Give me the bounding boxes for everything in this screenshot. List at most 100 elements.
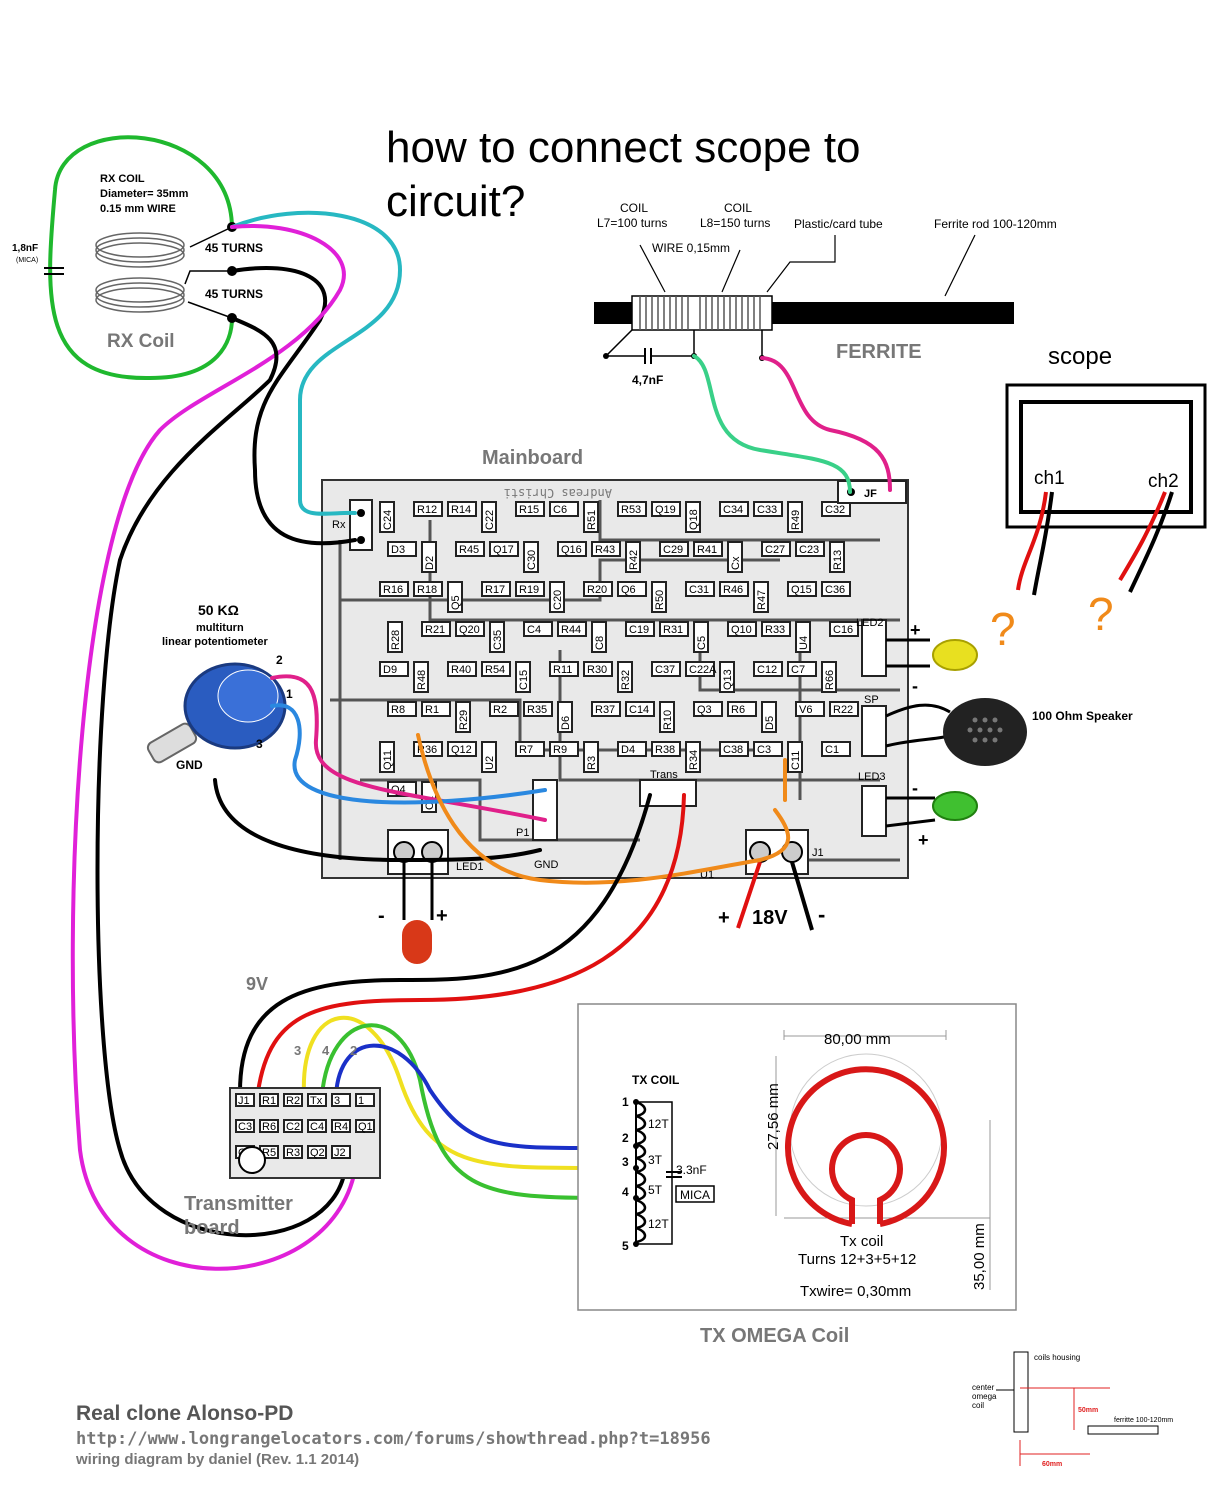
svg-text:R51: R51 xyxy=(586,510,598,530)
svg-text:C31: C31 xyxy=(689,584,709,596)
component-r51: R51 xyxy=(583,501,599,533)
led2-plus: + xyxy=(910,620,921,640)
component-r48: R48 xyxy=(413,661,429,693)
component-r8: R8 xyxy=(387,701,417,717)
svg-text:R8: R8 xyxy=(391,704,405,716)
sp-connector xyxy=(861,705,887,757)
svg-text:C16: C16 xyxy=(833,624,853,636)
component-r32: R32 xyxy=(617,661,633,693)
wire-green-tx xyxy=(320,1023,602,1200)
svg-text:Q20: Q20 xyxy=(459,624,480,636)
svg-text:U4: U4 xyxy=(798,636,810,650)
tx-outer-dim: 35,00 mm xyxy=(971,1223,988,1290)
scope-ch2-black-probe xyxy=(1128,491,1174,593)
component-q13: Q13 xyxy=(719,661,735,693)
tx-cap-mica: MICA xyxy=(680,1188,710,1202)
led3-plus: + xyxy=(918,830,929,850)
svg-text:J2: J2 xyxy=(334,1147,346,1159)
svg-text:R31: R31 xyxy=(663,624,683,636)
rx-turns-1-label: 45 TURNS xyxy=(205,241,263,255)
svg-text:D2: D2 xyxy=(424,556,436,570)
svg-text:Q12: Q12 xyxy=(451,744,472,756)
tx-components: J1R1R2Tx31C3R6C2C4R4Q1C1R5R3Q2J2 xyxy=(235,1093,375,1159)
tx-tap-1: 1 xyxy=(622,1095,629,1109)
svg-text:C11: C11 xyxy=(790,751,802,770)
rx-coil-diameter: Diameter= 35mm xyxy=(100,188,189,200)
rx-winding-1 xyxy=(95,232,185,268)
svg-text:C34: C34 xyxy=(723,504,743,516)
wires xyxy=(70,210,892,1271)
tx-component-3: Tx xyxy=(307,1093,327,1107)
svg-text:C6: C6 xyxy=(553,504,567,516)
component-cx: Cx xyxy=(727,541,743,573)
svg-text:R12: R12 xyxy=(417,504,437,516)
speaker-label: 100 Ohm Speaker xyxy=(1032,709,1133,723)
tx-wire-num-2: 2 xyxy=(350,1043,357,1058)
j1-label: J1 xyxy=(812,847,824,859)
scope-question-2: ? xyxy=(1088,588,1114,640)
component-r30: R30 xyxy=(583,661,613,677)
svg-text:R50: R50 xyxy=(654,590,666,610)
housing-coil: coil xyxy=(972,1401,984,1410)
component-r1: R1 xyxy=(421,701,451,717)
svg-text:C38: C38 xyxy=(723,744,743,756)
tx-omega-coil: TX COIL 1 2 3 4 5 12T 3T 5T 12T 3.3nF MI… xyxy=(577,1003,1017,1347)
tx-component-5: 1 xyxy=(355,1093,375,1107)
component-r18: R18 xyxy=(413,581,443,597)
tx-component-7: R6 xyxy=(259,1119,279,1133)
component-c32: C32 xyxy=(821,501,851,517)
component-c34: C34 xyxy=(719,501,749,517)
mainboard-author: Andreas Christi xyxy=(504,486,612,500)
component-q17: Q17 xyxy=(489,541,519,557)
component-r20: R20 xyxy=(583,581,613,597)
svg-text:C27: C27 xyxy=(765,544,785,556)
svg-text:R6: R6 xyxy=(262,1121,276,1133)
tx-turns-3: 3T xyxy=(648,1153,663,1167)
component-r45: R45 xyxy=(455,541,485,557)
component-q19: Q19 xyxy=(651,501,681,517)
led1-plus: + xyxy=(436,905,448,927)
svg-text:C19: C19 xyxy=(629,624,649,636)
rx-coil-title: RX COIL xyxy=(100,173,145,185)
v18-label: 18V xyxy=(752,907,788,929)
tx-coil-winding xyxy=(635,1100,647,1244)
component-c23: C23 xyxy=(795,541,825,557)
tx-coil-wire: Txwire= 0,30mm xyxy=(800,1283,911,1300)
housing-ferrite xyxy=(1087,1425,1159,1435)
tx-component-8: C2 xyxy=(283,1119,303,1133)
housing-rod: ferritte 100-120mm xyxy=(1114,1417,1173,1424)
component-q6: Q6 xyxy=(617,581,647,597)
svg-text:R66: R66 xyxy=(824,670,836,690)
component-d9: D9 xyxy=(379,661,409,677)
led2-yellow: + - xyxy=(886,620,978,696)
svg-text:C22: C22 xyxy=(484,510,496,530)
led2-label: LED2 xyxy=(856,617,884,629)
svg-text:R40: R40 xyxy=(451,664,471,676)
ferrite-rod-label: Ferrite rod 100-120mm xyxy=(934,217,1057,231)
component-r19: R19 xyxy=(515,581,545,597)
housing-plate xyxy=(1013,1351,1029,1433)
transmitter-board: 3 4 2 J1R1R2Tx31C3R6C2C4R4Q1C1R5R3Q2J2 T… xyxy=(184,1043,381,1239)
tx-component-2: R2 xyxy=(283,1093,303,1107)
svg-text:J1: J1 xyxy=(238,1095,250,1107)
component-r22: R22 xyxy=(829,701,859,717)
tx-wire-num-3: 3 xyxy=(294,1043,301,1058)
svg-text:C23: C23 xyxy=(799,544,819,556)
svg-text:R42: R42 xyxy=(628,550,640,570)
trans-label: Trans xyxy=(650,769,678,781)
component-q3: Q3 xyxy=(693,701,723,717)
component-r17: R17 xyxy=(481,581,511,597)
led1-label: LED1 xyxy=(456,861,484,873)
question-line-1: how to connect scope to xyxy=(386,123,861,172)
ferrite-coil2-turns: L8=150 turns xyxy=(700,216,770,230)
wire-blue-tx xyxy=(334,1043,602,1151)
pot-value: 50 KΩ xyxy=(198,602,239,618)
component-r21: R21 xyxy=(421,621,451,637)
pot-pin2: 2 xyxy=(276,653,283,667)
rx-turns-2-label: 45 TURNS xyxy=(205,287,263,301)
tx-turns-12b: 12T xyxy=(648,1217,669,1231)
housing-d2: 60mm xyxy=(1042,1461,1062,1468)
component-q16: Q16 xyxy=(557,541,587,557)
component-d3: D3 xyxy=(387,541,417,557)
svg-text:U2: U2 xyxy=(484,756,496,770)
